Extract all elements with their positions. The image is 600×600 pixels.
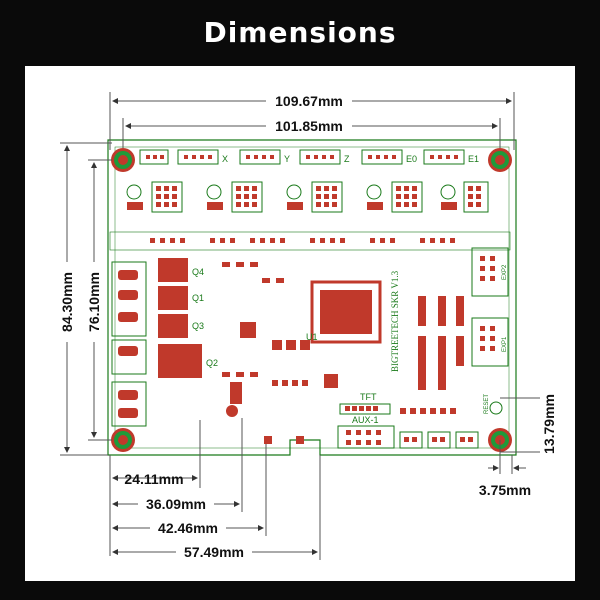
page-title: Dimensions [203, 16, 397, 49]
dim-bottom-2: 36.09mm [146, 496, 206, 512]
connector-label-e1: E1 [468, 154, 479, 164]
power-terminals [111, 261, 147, 427]
dim-outer-height: 84.30mm [59, 272, 75, 332]
mosfets: Q4 Q1 Q3 Q2 [158, 258, 218, 378]
tft-label: TFT [360, 392, 377, 402]
stepper-driver-areas [126, 181, 489, 213]
q-label-q2: Q2 [206, 358, 218, 368]
exp2-label: EXP2 [502, 264, 508, 280]
connector-label-e0: E0 [406, 154, 417, 164]
dim-bottom-4: 57.49mm [184, 544, 244, 560]
q-label-q4: Q4 [192, 267, 204, 277]
connector-label-x: X [222, 154, 228, 164]
dim-hole-height: 76.10mm [86, 272, 102, 332]
board-name-label: BIGTREETECH SKR V1.3 [390, 270, 400, 372]
dimension-labels: 109.67mm 101.85mm 84.30mm 76.10mm 13.79m… [58, 93, 558, 560]
reset-label: RESET [484, 394, 490, 414]
dim-bottom-1: 24.11mm [124, 471, 183, 487]
u1-label: U1 [306, 332, 318, 342]
dim-right-vertical: 13.79mm [541, 394, 557, 454]
mounting-holes [111, 148, 512, 452]
q-label-q3: Q3 [192, 321, 204, 331]
bottom-connectors: TFT AUX-1 [337, 392, 479, 449]
aux-label: AUX-1 [352, 415, 379, 425]
header-row [109, 231, 511, 251]
small-components [222, 262, 338, 444]
dim-hole-width: 101.85mm [275, 118, 343, 134]
dim-bottom-3: 42.46mm [158, 520, 218, 536]
dim-outer-width: 109.67mm [275, 93, 343, 109]
connector-label-z: Z [344, 154, 350, 164]
right-headers: EXP2 EXP1 RESET [418, 247, 509, 415]
q-label-q1: Q1 [192, 293, 204, 303]
connector-label-y: Y [284, 154, 290, 164]
mcu-chip: U1 BIGTREETECH SKR V1.3 [306, 270, 400, 372]
exp1-label: EXP1 [502, 336, 508, 352]
dim-right-horizontal: 3.75mm [479, 482, 531, 498]
top-connectors: X Y Z E0 E1 [139, 149, 479, 165]
